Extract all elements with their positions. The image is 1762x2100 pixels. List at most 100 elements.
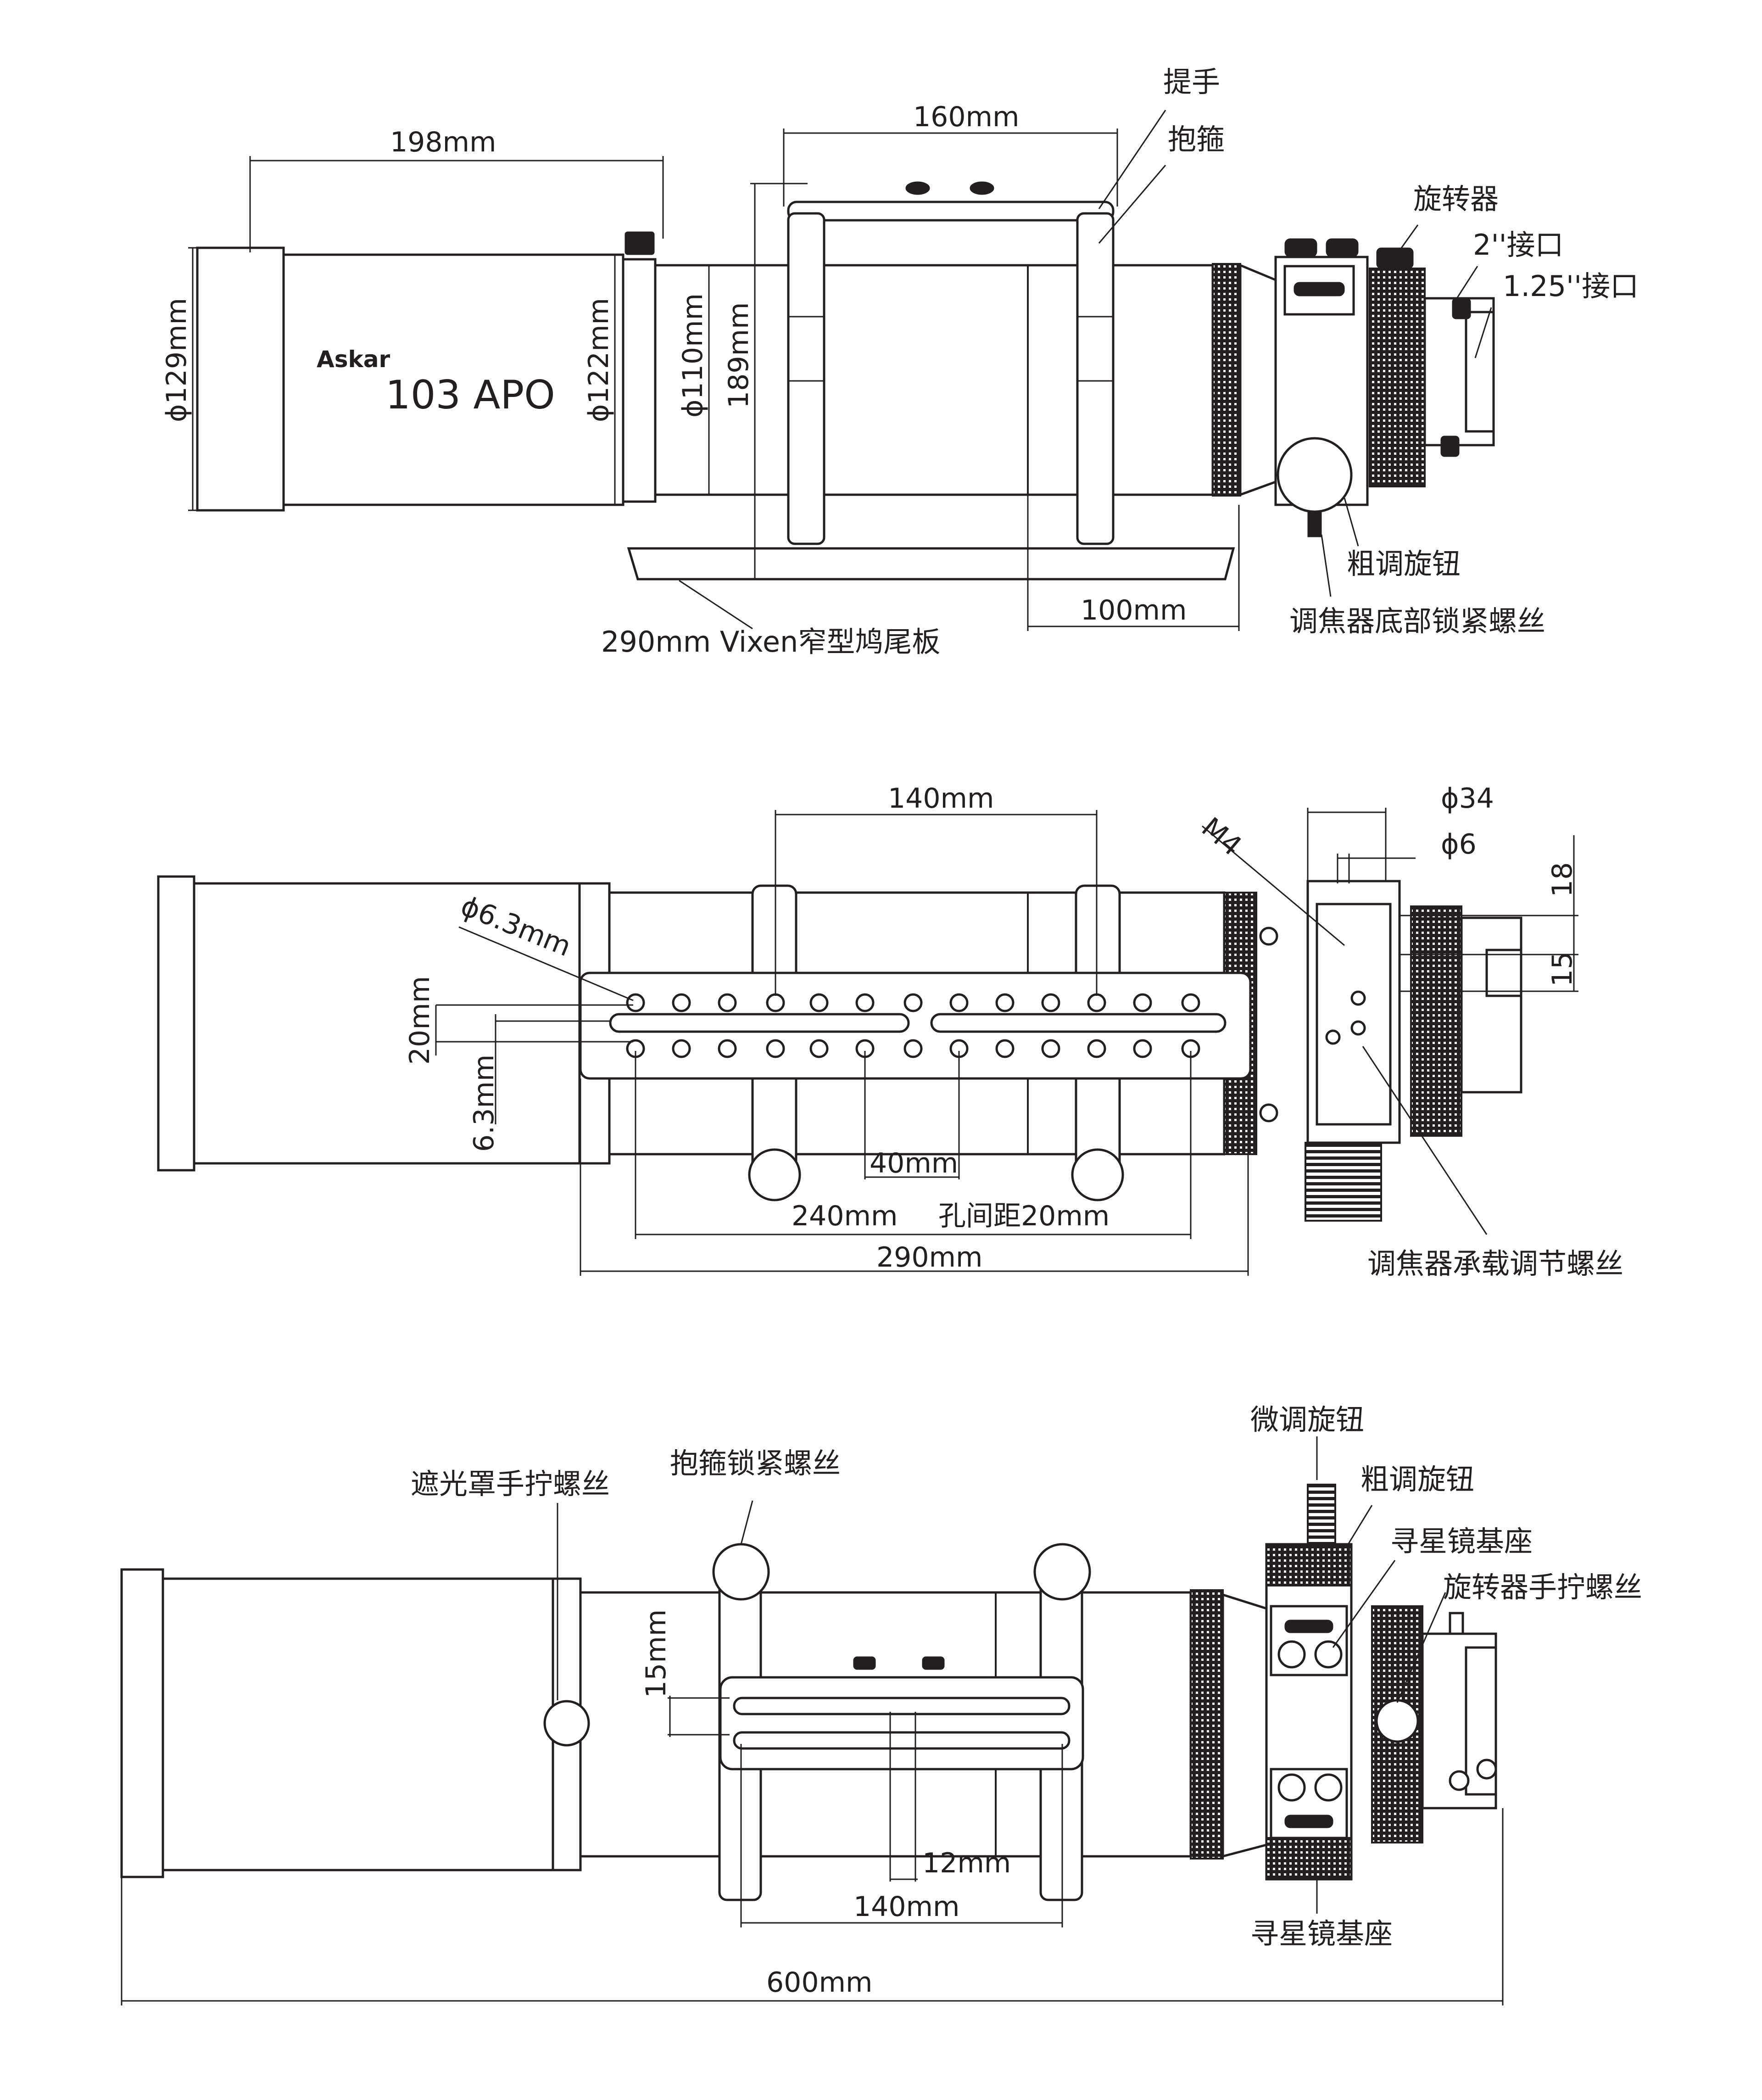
bottom-dovetail (579, 972, 1252, 1080)
dovetail-hole (1133, 993, 1152, 1012)
dim-240mm: 240mm (792, 1200, 898, 1232)
dim-d6: ϕ6 (1441, 828, 1477, 860)
tube-rings (787, 181, 1115, 545)
dim-pitch: 孔间距20mm (938, 1200, 1110, 1232)
side-rings (712, 1543, 1091, 1901)
finder-screw-icon (1277, 1773, 1306, 1802)
ring-screw-icon (1033, 1543, 1091, 1601)
dim-handle-height: 189mm (723, 302, 755, 408)
handle-screw-icon (905, 181, 930, 195)
side-tube (120, 1568, 1268, 1878)
label-load-screw: 调焦器承载调节螺丝 (1367, 1247, 1623, 1280)
dim-hood-length: 198mm (390, 126, 496, 158)
dim-plate: 290mm (876, 1241, 982, 1273)
main-tube (654, 263, 1277, 497)
ring-screw-icon (712, 1543, 770, 1601)
dim-tube-110: ϕ110mm (677, 293, 709, 418)
dovetail-hole (1041, 993, 1060, 1012)
dovetail-hole (903, 1039, 923, 1058)
dim-side-12: 12mm (922, 1847, 1011, 1879)
coarse-knob-icon (1305, 1142, 1382, 1222)
label-finder-base-bottom: 寻星镜基座 (1250, 1917, 1393, 1950)
dovetail-hole (672, 1039, 691, 1058)
dim-edge: 6.3mm (468, 1055, 500, 1152)
label-rotator-screw: 旋转器手拧螺丝 (1443, 1570, 1642, 1604)
label-handle: 提手 (1163, 65, 1220, 99)
bottom-focuser (1305, 880, 1522, 1222)
label-dovetail: 290mm Vixen窄型鸠尾板 (601, 625, 940, 659)
hood-screw-icon (543, 1700, 590, 1747)
dovetail-hole (995, 1039, 1015, 1058)
coarse-knob-icon (1277, 437, 1353, 513)
dovetail-hole (903, 993, 923, 1012)
dovetail-hole (809, 1039, 829, 1058)
model-name: 103 APO (385, 372, 555, 418)
dovetail-hole (1181, 993, 1200, 1012)
label-2-inch: 2''接口 (1473, 228, 1564, 262)
dim-tube-122: ϕ122mm (583, 298, 615, 422)
side-dimension-lines (121, 1436, 1504, 2005)
brand-logo: Askar (317, 346, 390, 373)
label-fine-knob: 微调旋钮 (1250, 1403, 1364, 1436)
dim-18: 18 (1546, 862, 1578, 897)
dovetail-hole (766, 993, 785, 1012)
dim-15: 15 (1546, 952, 1578, 987)
dim-d34: ϕ34 (1441, 782, 1494, 815)
bottom-dimension-lines (435, 808, 1578, 1276)
dim-side-15: 15mm (640, 1609, 672, 1698)
dovetail-hole (1133, 1039, 1152, 1058)
label-finder-base-top: 寻星镜基座 (1390, 1525, 1533, 1558)
dim-back-length: 100mm (1081, 594, 1187, 626)
dovetail-hole (718, 993, 737, 1012)
dim-40mm: 40mm (870, 1147, 958, 1179)
dovetail-hole (809, 993, 829, 1012)
rotator-screw-icon (1375, 1699, 1419, 1743)
view-top: Askar 103 APO 198mm 160mm 100mm ϕ129mm ϕ… (161, 65, 1639, 659)
dim-hood-diameter: ϕ129mm (161, 298, 193, 422)
dovetail-hole (1087, 1039, 1106, 1058)
dovetail-hole (672, 993, 691, 1012)
finder-screw-icon (1314, 1640, 1343, 1669)
label-ring: 抱箍 (1168, 123, 1225, 156)
view-bottom: ϕ6.3mm 140mm ϕ34 ϕ6 M4 18 15 20mm 6.3mm … (157, 782, 1623, 1280)
side-focuser (1265, 1484, 1497, 1881)
label-coarse-knob: 粗调旋钮 (1347, 547, 1461, 581)
rotator-screw-icon (1376, 247, 1414, 269)
dim-side-140: 140mm (853, 1891, 959, 1923)
label-1-25-inch: 1.25''接口 (1503, 269, 1639, 303)
top-dimension-lines (188, 110, 1492, 631)
label-focuser-lock: 调焦器底部锁紧螺丝 (1289, 604, 1545, 638)
focuser (1274, 238, 1495, 537)
dim-handle-width: 160mm (913, 101, 1019, 133)
label-side-coarse-knob: 粗调旋钮 (1361, 1463, 1474, 1496)
dim-ring-span: 140mm (888, 782, 994, 815)
finder-screw-icon (1277, 1640, 1306, 1669)
handle-screw-icon (970, 181, 994, 195)
dovetail-hole (1041, 1039, 1060, 1058)
hood-screw-icon (625, 231, 655, 255)
dim-row-gap: 20mm (404, 976, 436, 1065)
dew-shield (196, 231, 657, 512)
focus-ring-knurl (1212, 263, 1241, 497)
finder-screw-icon (1326, 238, 1359, 257)
finder-screw-icon (1284, 238, 1317, 257)
finder-screw-icon (1314, 1773, 1343, 1802)
dovetail-hole (949, 993, 969, 1012)
dovetail-hole (1087, 993, 1106, 1012)
fine-knob-icon (1307, 1484, 1336, 1545)
dovetail-hole (626, 993, 645, 1012)
label-hood-screw: 遮光罩手拧螺丝 (411, 1467, 610, 1501)
dim-side-total: 600mm (766, 1966, 872, 1999)
rotator-knurl (1369, 268, 1426, 487)
label-ring-screw: 抱箍锁紧螺丝 (670, 1447, 841, 1480)
dim-m4: M4 (1195, 811, 1248, 862)
view-side: 15mm 12mm 140mm 600mm 微调旋钮 粗调旋钮 寻星镜基座 旋转… (120, 1403, 1642, 2005)
dovetail-plate (627, 547, 1235, 581)
dovetail-hole (766, 1039, 785, 1058)
focuser-lock-screw-icon (1307, 511, 1322, 537)
dovetail-hole (718, 1039, 737, 1058)
dovetail-hole (855, 993, 875, 1012)
dovetail-hole (995, 993, 1015, 1012)
label-rotator: 旋转器 (1413, 182, 1499, 216)
